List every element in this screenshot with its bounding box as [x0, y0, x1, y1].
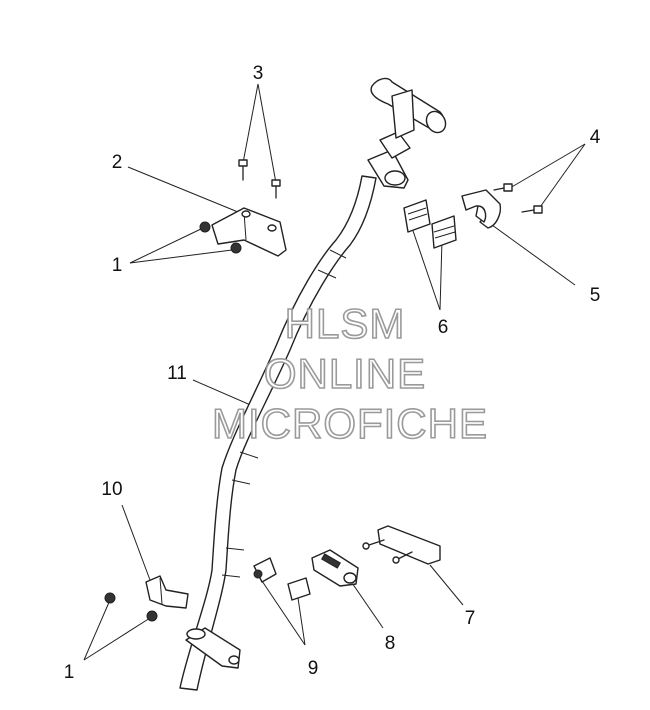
bolts-part-4 [493, 183, 543, 214]
nuts-part-1-lower [104, 592, 158, 622]
label-7: 7 [465, 608, 476, 629]
label-8: 8 [385, 633, 396, 654]
label-1-upper: 1 [112, 255, 123, 276]
callout-labels: 3 2 1 4 5 6 11 10 1 9 8 7 [64, 63, 601, 683]
watermark-line-1: HLSM [285, 300, 406, 347]
label-10: 10 [101, 479, 122, 500]
leader-lines [83, 83, 586, 661]
bracket-part-10 [145, 575, 189, 609]
label-1-lower: 1 [64, 662, 75, 683]
label-2: 2 [112, 152, 123, 173]
watermark-line-2: ONLINE [264, 350, 426, 397]
bracket-part-7 [362, 525, 441, 565]
label-5: 5 [590, 285, 601, 306]
bracket-part-2 [211, 207, 287, 257]
label-9: 9 [308, 658, 319, 679]
clamp-part-5 [461, 189, 502, 229]
steering-tube [179, 131, 411, 691]
label-11: 11 [167, 363, 187, 384]
clips-part-9 [253, 557, 311, 601]
damper-part-8 [311, 549, 359, 587]
nuts-part-1-upper [199, 221, 242, 254]
label-6: 6 [438, 317, 449, 338]
watermark: HLSM ONLINE MICROFICHE [211, 299, 488, 448]
clips-part-6 [403, 199, 457, 249]
screws-part-3 [238, 159, 281, 199]
watermark-line-3: MICROFICHE [212, 400, 488, 447]
t-handle [370, 77, 447, 139]
label-4: 4 [590, 127, 601, 148]
label-3: 3 [253, 63, 264, 84]
